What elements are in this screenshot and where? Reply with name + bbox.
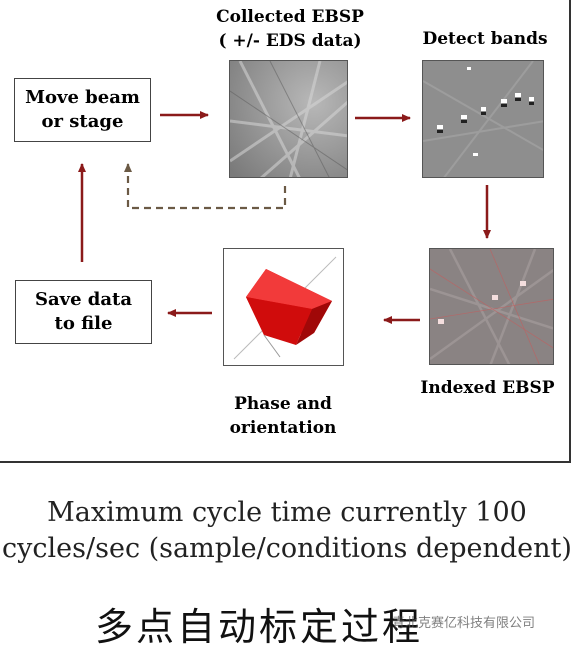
save-data-box: Save data to file — [15, 280, 152, 344]
watermark-text: 青北克赛亿科技有限公司 — [392, 616, 536, 631]
phase-orientation-label: Phase and orientation — [229, 394, 337, 438]
detect-bands-image — [422, 60, 544, 178]
collected-ebsp-image — [229, 60, 348, 178]
chinese-title: 多点自动标定过程 — [95, 605, 424, 649]
diagram-panel: Move beam or stage Collected EBSP ( +/- … — [0, 0, 571, 463]
cycle-time-caption: Maximum cycle time currently 100 cycles/… — [2, 497, 572, 564]
detect-bands-label: Detect bands — [422, 29, 548, 49]
dashed-return-arrow — [124, 163, 287, 210]
collected-ebsp-label: Collected EBSP ( +/- EDS data) — [216, 7, 364, 51]
indexed-ebsp-label: Indexed EBSP — [420, 378, 555, 398]
indexed-ebsp-image — [429, 248, 554, 365]
move-beam-box: Move beam or stage — [14, 78, 151, 142]
crystal-orientation-image — [223, 248, 344, 366]
